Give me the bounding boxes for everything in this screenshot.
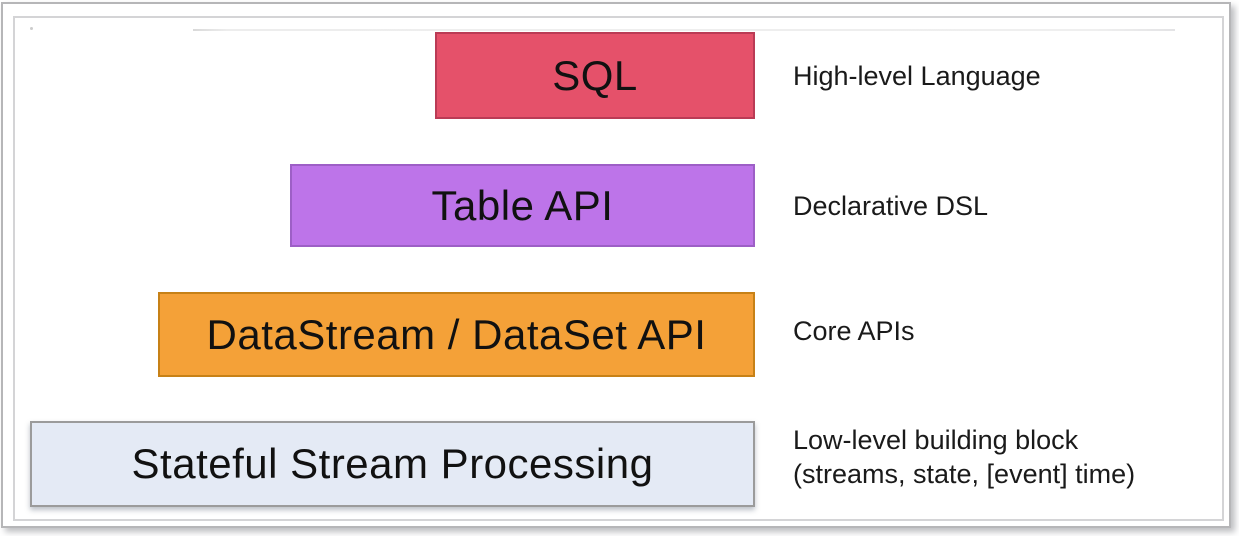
layer-box-datastream-dataset-api: DataStream / DataSet API [158, 292, 755, 377]
annotation-line-2: (streams, state, [event] time) [793, 459, 1136, 489]
layer-box-stateful-stream-processing: Stateful Stream Processing [30, 421, 755, 507]
layer-box-sql: SQL [435, 32, 755, 119]
layer-box-table-api: Table API [290, 164, 755, 247]
annotation-low-level-building-block: Low-level building block (streams, state… [793, 423, 1135, 491]
layer-label-stateful-stream-processing: Stateful Stream Processing [131, 440, 654, 487]
screenshot-frame: SQL High-level Language Table API Declar… [1, 2, 1231, 528]
artifact-dot [30, 27, 33, 30]
slide-canvas: SQL High-level Language Table API Declar… [13, 16, 1224, 521]
cropped-content-line [193, 29, 1175, 31]
layer-label-sql: SQL [552, 51, 638, 99]
annotation-declarative-dsl: Declarative DSL [793, 191, 989, 221]
annotation-core-apis: Core APIs [793, 316, 915, 346]
annotation-high-level-language: High-level Language [793, 61, 1041, 91]
layer-label-table-api: Table API [431, 181, 614, 229]
annotation-line-1: Low-level building block [793, 425, 1079, 455]
layer-label-datastream-dataset-api: DataStream / DataSet API [206, 310, 707, 358]
